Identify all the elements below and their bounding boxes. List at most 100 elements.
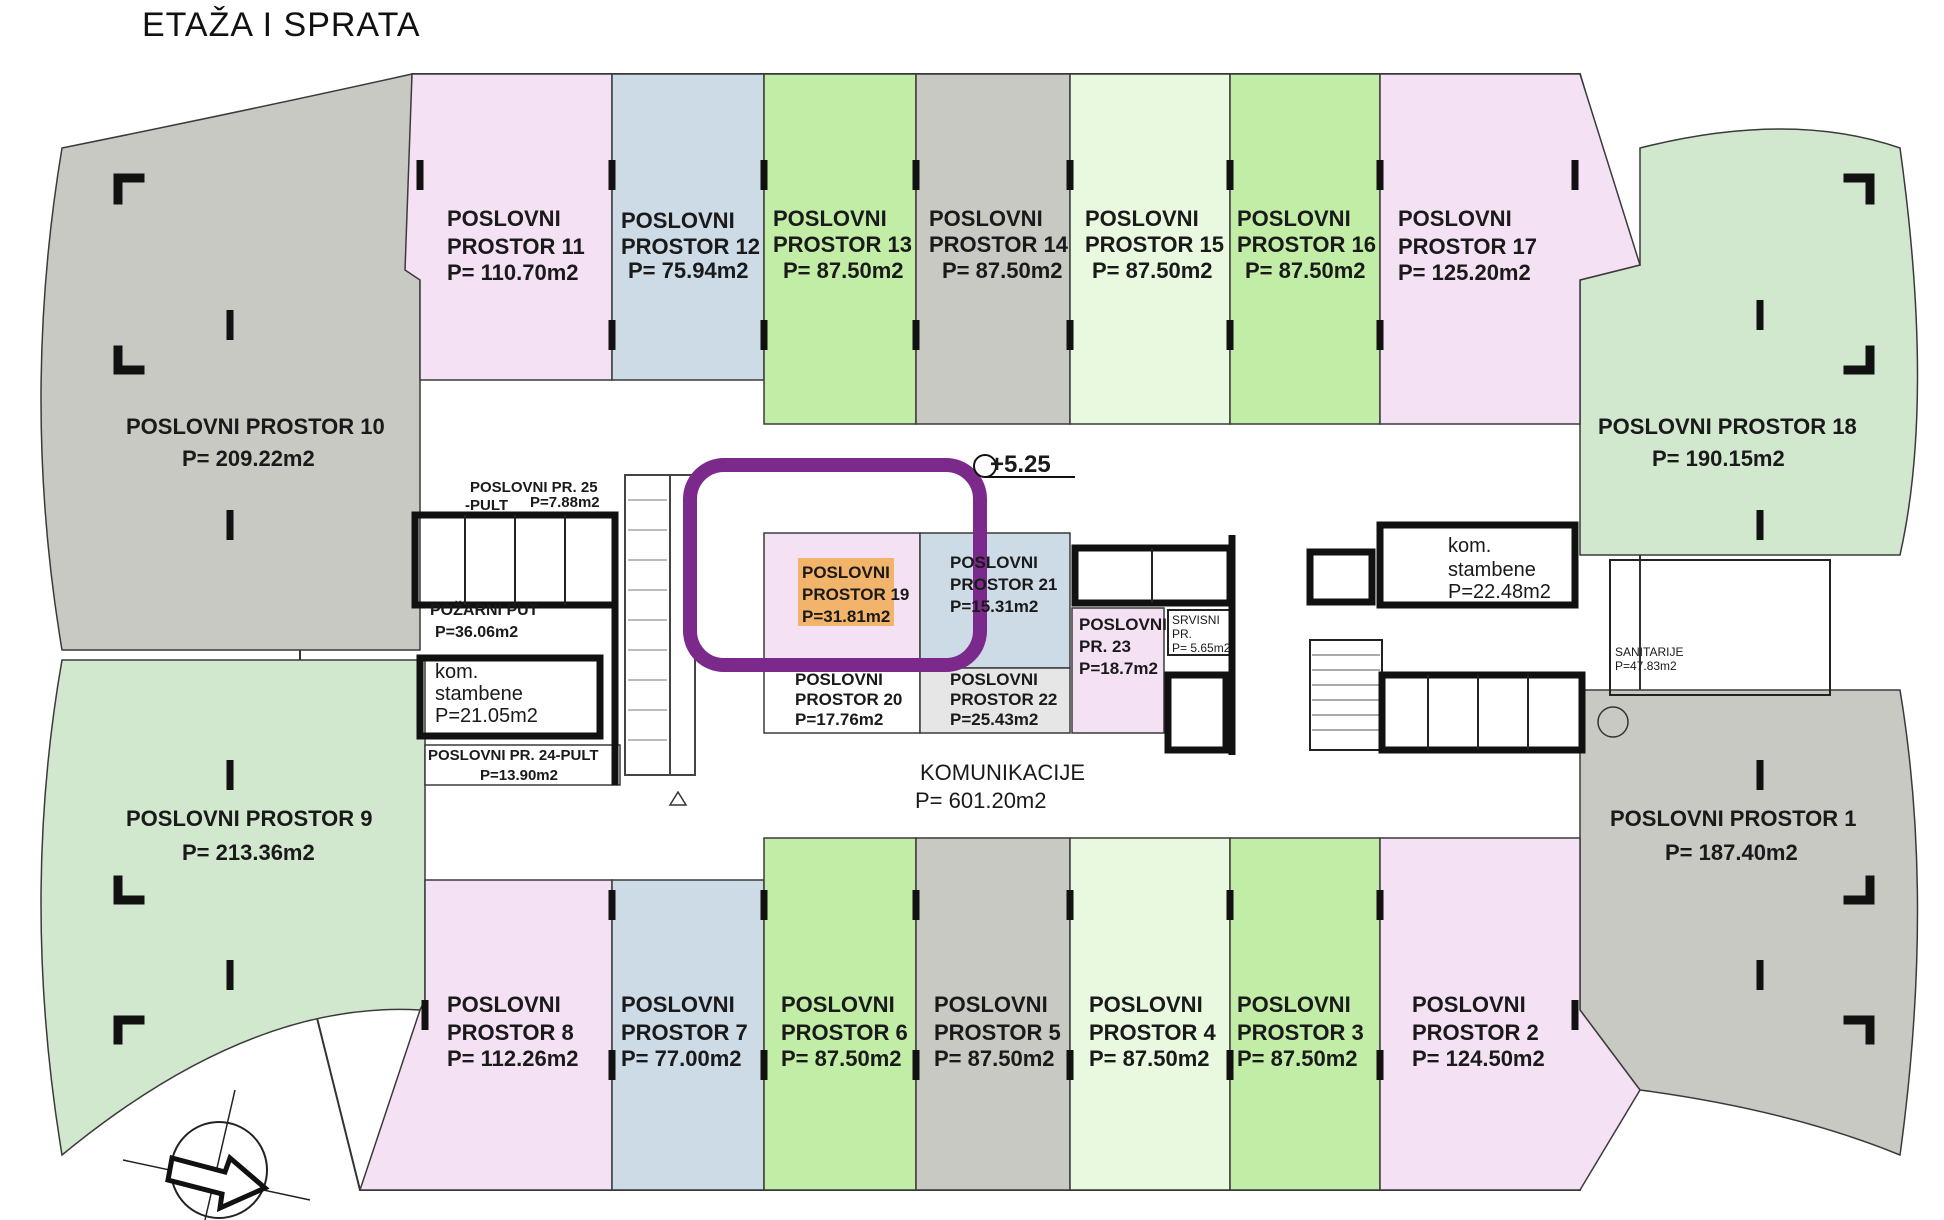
kom-left-label: kom. xyxy=(435,661,478,683)
sanitarije-label: SANITARIJE xyxy=(1615,645,1683,659)
mullion-markers xyxy=(226,160,1764,1080)
unit-16-number: PROSTOR 16 xyxy=(1237,232,1376,257)
servis-area: P= 5.65m2 xyxy=(1172,641,1231,655)
unit-9[interactable] xyxy=(40,659,426,1157)
unit-2-number: PROSTOR 2 xyxy=(1412,1020,1539,1045)
unit-16[interactable] xyxy=(1229,73,1381,425)
unit-9-area: P= 213.36m2 xyxy=(182,840,315,865)
unit-1-name: POSLOVNI PROSTOR 1 xyxy=(1610,806,1857,831)
unit-6-name: POSLOVNI xyxy=(781,992,895,1017)
unit-21-area: P=15.31m2 xyxy=(950,597,1038,616)
unit-6[interactable] xyxy=(763,837,917,1191)
unit-22[interactable] xyxy=(919,667,1071,734)
unit-12-number: PROSTOR 12 xyxy=(621,234,760,259)
unit-24-area: P=13.90m2 xyxy=(480,767,558,784)
lift-shaft xyxy=(1164,671,1230,754)
unit-8-area: P= 112.26m2 xyxy=(447,1046,579,1071)
unit-7-number: PROSTOR 7 xyxy=(621,1020,748,1045)
unit-23-area: P=18.7m2 xyxy=(1079,659,1158,678)
komunikacije-area: P= 601.20m2 xyxy=(915,788,1046,813)
pozarni-put-area: P=36.06m2 xyxy=(435,624,518,641)
unit-1[interactable] xyxy=(1579,689,1919,1157)
unit-3-name: POSLOVNI xyxy=(1237,992,1351,1017)
unit-20-area: P=17.76m2 xyxy=(795,710,883,729)
kom-right-room xyxy=(1376,521,1579,609)
unit-7-area: P= 77.00m2 xyxy=(621,1046,741,1071)
unit-25-suffix: -PULT xyxy=(465,497,508,514)
unit-21-name: POSLOVNI xyxy=(950,553,1038,572)
komunikacije-label: KOMUNIKACIJE xyxy=(920,760,1085,785)
unit-3[interactable] xyxy=(1229,837,1381,1191)
unit-10-name: POSLOVNI PROSTOR 10 xyxy=(126,414,385,439)
unit-5-name: POSLOVNI xyxy=(934,992,1048,1017)
unit-11-name: POSLOVNI xyxy=(447,206,561,231)
unit-4[interactable] xyxy=(1069,837,1231,1191)
kom-right-label: kom. xyxy=(1448,535,1491,557)
unit-7[interactable] xyxy=(611,879,765,1191)
highlight-frame xyxy=(683,458,987,672)
unit-10[interactable] xyxy=(40,73,421,651)
unit-15[interactable] xyxy=(1069,73,1231,425)
unit-3-area: P= 87.50m2 xyxy=(1237,1046,1357,1071)
unit-14-number: PROSTOR 14 xyxy=(929,232,1069,257)
wc-icon xyxy=(1597,706,1629,738)
unit-8-number: PROSTOR 8 xyxy=(447,1020,574,1045)
unit-13-number: PROSTOR 13 xyxy=(773,232,912,257)
unit-11-number: PROSTOR 11 xyxy=(447,234,585,259)
unit-19-label-bg xyxy=(798,558,894,626)
unit-12-name: POSLOVNI xyxy=(621,208,735,233)
unit-24[interactable] xyxy=(424,744,621,786)
unit-12[interactable] xyxy=(611,73,765,381)
unit-21[interactable] xyxy=(919,532,1071,669)
corner-markers xyxy=(113,173,1875,1045)
unit-18-name: POSLOVNI PROSTOR 18 xyxy=(1598,414,1857,439)
unit-18-area: P= 190.15m2 xyxy=(1652,446,1785,471)
stair-block-right xyxy=(1378,671,1586,754)
unit-19-name: POSLOVNI xyxy=(802,563,890,582)
unit-4-number: PROSTOR 4 xyxy=(1089,1020,1217,1045)
unit-25-area: P=7.88m2 xyxy=(530,494,600,511)
unit-14-area: P= 87.50m2 xyxy=(942,258,1062,283)
unit-19-area: P=31.81m2 xyxy=(802,607,890,626)
unit-25-name: POSLOVNI PR. 25 xyxy=(470,479,598,496)
unit-20[interactable] xyxy=(763,667,921,734)
pozarni-put-label: POŽARNI PUT xyxy=(430,600,539,619)
unit-6-area: P= 87.50m2 xyxy=(781,1046,901,1071)
servis-sub: PR. xyxy=(1172,627,1192,641)
unit-17-area: P= 125.20m2 xyxy=(1398,260,1531,285)
unit-10-area: P= 209.22m2 xyxy=(182,446,315,471)
unit-9-name: POSLOVNI PROSTOR 9 xyxy=(126,806,373,831)
unit-4-area: P= 87.50m2 xyxy=(1089,1046,1209,1071)
unit-15-name: POSLOVNI xyxy=(1085,206,1199,231)
unit-16-area: P= 87.50m2 xyxy=(1245,258,1365,283)
lift-block-right xyxy=(1306,548,1376,606)
kom-right-area: P=22.48m2 xyxy=(1448,581,1551,603)
unit-22-name: POSLOVNI xyxy=(950,670,1038,689)
level-mark-label: +5.25 xyxy=(990,451,1051,478)
unit-23[interactable] xyxy=(1071,607,1165,734)
unit-6-number: PROSTOR 6 xyxy=(781,1020,908,1045)
unit-14[interactable] xyxy=(915,73,1071,425)
unit-5[interactable] xyxy=(915,837,1071,1191)
floor-title: ETAŽA I SPRATA xyxy=(142,6,421,44)
unit-5-number: PROSTOR 5 xyxy=(934,1020,1061,1045)
unit-3-number: PROSTOR 3 xyxy=(1237,1020,1364,1045)
kom-left-sub: stambene xyxy=(435,683,523,705)
unit-20-name: POSLOVNI xyxy=(795,670,883,689)
unit-22-number: PROSTOR 22 xyxy=(950,690,1057,709)
sanitarije-area: P=47.83m2 xyxy=(1615,659,1677,673)
unit-13-name: POSLOVNI xyxy=(773,206,887,231)
unit-16-name: POSLOVNI xyxy=(1237,206,1351,231)
unit-18[interactable] xyxy=(1579,128,1919,556)
unit-2[interactable] xyxy=(1379,837,1641,1191)
unit-21-number: PROSTOR 21 xyxy=(950,575,1057,594)
kom-right-sub: stambene xyxy=(1448,559,1536,581)
unit-2-area: P= 124.50m2 xyxy=(1412,1046,1545,1071)
unit-12-area: P= 75.94m2 xyxy=(628,258,748,283)
unit-2-name: POSLOVNI xyxy=(1412,992,1526,1017)
unit-13[interactable] xyxy=(763,73,917,425)
unit-24-name: POSLOVNI PR. 24-PULT xyxy=(428,747,599,764)
kom-left-area: P=21.05m2 xyxy=(435,705,538,727)
unit-20-number: PROSTOR 20 xyxy=(795,690,902,709)
